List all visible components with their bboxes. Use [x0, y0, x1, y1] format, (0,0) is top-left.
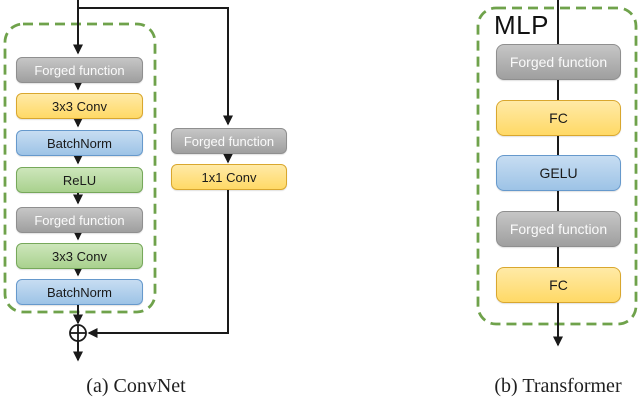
caption-transformer: (b) Transformer — [494, 375, 622, 397]
mlp-block-forged-function-1: Forged function — [496, 44, 621, 80]
convnet-block-relu: ReLU — [16, 167, 143, 193]
mlp-block-forged-function-2: Forged function — [496, 211, 621, 247]
convnet-block-batchnorm-2: BatchNorm — [16, 279, 143, 305]
convnet-block-3x3-conv-1: 3x3 Conv — [16, 93, 143, 119]
convnet-shortcut-forged-function: Forged function — [171, 128, 287, 154]
mlp-title: MLP — [494, 10, 549, 40]
caption-convnet: (a) ConvNet — [86, 375, 186, 397]
mlp-block-gelu: GELU — [496, 155, 621, 191]
convnet-shortcut-1x1-conv: 1x1 Conv — [171, 164, 287, 190]
mlp-block-fc-2: FC — [496, 267, 621, 303]
convnet-block-forged-function-2: Forged function — [16, 207, 143, 233]
convnet-block-3x3-conv-2: 3x3 Conv — [16, 243, 143, 269]
convnet-dashed-box — [3, 22, 157, 314]
convnet-block-forged-function-1: Forged function — [16, 57, 143, 83]
convnet-block-batchnorm-1: BatchNorm — [16, 130, 143, 156]
circle-plus-icon — [69, 324, 87, 342]
mlp-block-fc-1: FC — [496, 100, 621, 136]
